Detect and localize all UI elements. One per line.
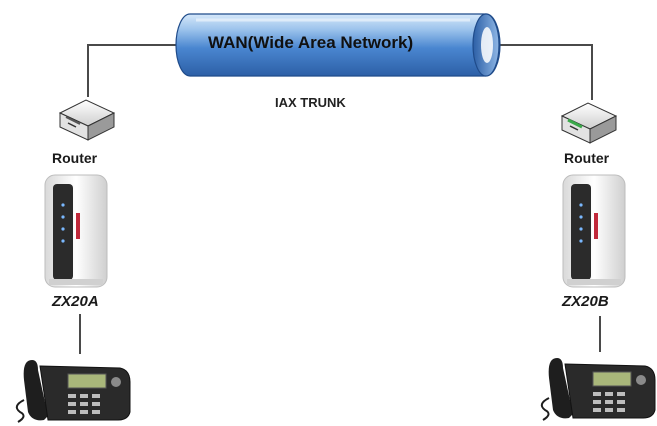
wan-label: WAN(Wide Area Network): [208, 33, 414, 52]
device-b-label: ZX20B: [562, 293, 609, 310]
wan-cylinder-icon: [175, 13, 501, 77]
router-a-icon: [58, 99, 116, 141]
router-a-label: Router: [52, 150, 98, 166]
device-b-icon: [562, 174, 626, 288]
wan-to-router-a-line: [87, 44, 180, 97]
connection-lines: [79, 44, 601, 354]
phone-b-icon: [540, 358, 656, 421]
wan-to-router-b-line: [490, 44, 593, 100]
router-b-label: Router: [564, 150, 610, 166]
device-a-label: ZX20A: [52, 293, 99, 310]
device-a-icon: [44, 174, 108, 288]
phone-a-icon: [15, 360, 131, 423]
router-b-icon: [560, 102, 618, 144]
iax-trunk-label: IAX TRUNK: [275, 95, 346, 110]
